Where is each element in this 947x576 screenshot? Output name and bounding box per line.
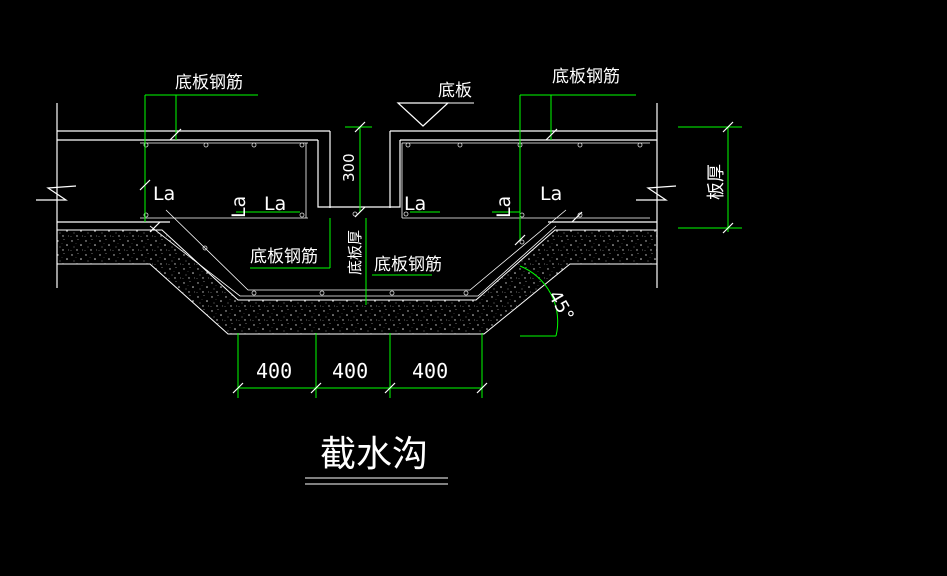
la-label-3: La [404,193,426,215]
angle-label: 45° [544,287,578,325]
dimension-ticks [139,121,734,394]
break-lines [36,185,677,201]
title-underline [305,477,448,485]
drawing-title: 截水沟 [320,434,428,475]
la-label-6: La [493,196,515,218]
plate-thickness-label: 板厚 [706,164,727,200]
slab-symbol-triangle [396,102,450,127]
rebar-dots [143,142,643,296]
slab-label: 底板 [438,81,472,101]
slab-outline [56,103,658,288]
la-label-1: La [153,183,175,205]
rebar-label-mid-right: 底板钢筋 [374,255,442,275]
rebar-label-top-left: 底板钢筋 [175,73,243,93]
dimension-label-1: 400 [256,359,292,383]
la-label-5: La [228,196,250,218]
rebar-lines [140,142,650,297]
rebar-label-top-right: 底板钢筋 [552,67,620,87]
dimension-label-2: 400 [332,359,368,383]
slab-thickness-vertical-label: 底板厚 [346,230,364,275]
la-label-2: La [264,193,286,215]
step-depth-label: 300 [340,153,358,182]
dimension-label-3: 400 [412,359,448,383]
rebar-label-mid-left: 底板钢筋 [250,247,318,267]
la-label-4: La [540,183,562,205]
dimension-lines [144,94,742,398]
